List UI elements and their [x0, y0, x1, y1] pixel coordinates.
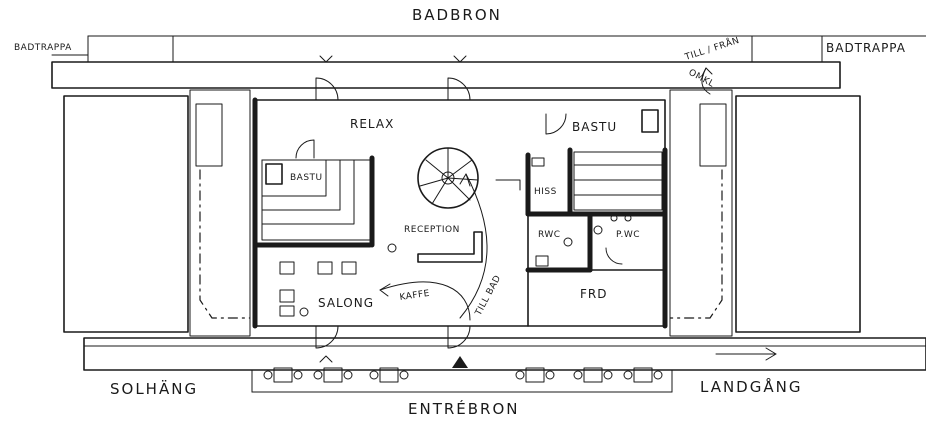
- label-bastu-right: BASTU: [572, 120, 617, 134]
- label-badbron: BADBRON: [412, 6, 502, 24]
- right-bastu-benches: [573, 109, 663, 211]
- label-solhang: SOLHÄNG: [110, 379, 198, 398]
- spiral-stair-icon: [417, 147, 479, 209]
- label-rwc: RWC: [538, 230, 561, 240]
- north-triangle-icon: [452, 356, 468, 368]
- side-galleries: [189, 89, 733, 337]
- door-swing-icon: [295, 77, 623, 349]
- label-relax: RELAX: [350, 117, 394, 131]
- label-salong: SALONG: [318, 296, 374, 310]
- label-till-fran: TILL / FRÅN: [682, 34, 741, 63]
- entrebron-walkway: [83, 337, 926, 393]
- label-omkl: OMKL: [687, 68, 716, 90]
- label-kaffe: KAFFE: [399, 289, 431, 303]
- flow-arrows: [379, 67, 713, 321]
- label-reception: RECEPTION: [404, 225, 460, 235]
- label-frd: FRD: [580, 287, 607, 301]
- label-entrebron: ENTRÉBRON: [408, 399, 520, 418]
- label-pwc: P.WC: [616, 230, 640, 240]
- right-hatched-volume: [735, 95, 861, 333]
- left-badtrappa-stair: [87, 35, 174, 63]
- outdoor-tables: [263, 367, 663, 383]
- label-bastu-left: BASTU: [290, 173, 323, 183]
- left-hatched-volume: [63, 95, 189, 333]
- right-badtrappa-stair: [751, 35, 823, 63]
- salong-furniture: [279, 243, 397, 317]
- main-building: [252, 97, 668, 329]
- label-badtrappa-left: BADTRAPPA: [14, 43, 72, 53]
- reception-desk: [417, 231, 483, 263]
- label-hiss: HISS: [534, 187, 557, 197]
- entrance-arrow-icon: [319, 55, 777, 363]
- left-bastu-benches: [261, 159, 371, 241]
- label-badtrappa-right: BADTRAPPA: [826, 41, 906, 55]
- label-landgang: LANDGÅNG: [700, 377, 802, 396]
- label-till-bad: TILL BAD: [473, 274, 503, 319]
- wc-fixtures: [531, 157, 632, 267]
